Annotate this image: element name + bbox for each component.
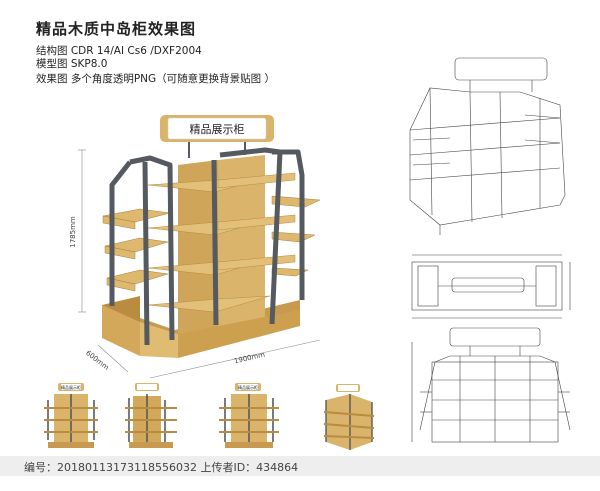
thumbnail-1-sign: 精品展示柜 — [61, 384, 81, 390]
top-view-drawing — [411, 254, 571, 319]
header-sign-text: 精品展示柜 — [190, 123, 245, 136]
format-line-render: 效果图 多个角度透明PNG（可随意更换背景贴图 ） — [36, 73, 275, 85]
front-drawer — [102, 305, 140, 356]
metal-frame — [109, 147, 305, 346]
back-panel-left — [178, 160, 218, 335]
thumbnail-3-sign: 精品展示柜 — [238, 384, 258, 390]
dim-width-label: 1900mm — [233, 351, 266, 366]
thumbnail-1: 精品展示柜 — [44, 383, 98, 448]
front-view-drawing — [411, 327, 571, 443]
perspective-line-drawing — [409, 57, 566, 235]
footer: 编号：20180113173118556032 上传者ID：434864 — [0, 450, 600, 491]
format-line-structure: 结构图 CDR 14/AI Cs6 /DXF2004 — [36, 45, 202, 57]
main-render: 精品展示柜 1785mm 600mm 1900mm — [69, 115, 321, 379]
thumbnail-4 — [323, 384, 375, 450]
format-line-model: 模型图 SKP8.0 — [36, 58, 108, 70]
thumbnail-2 — [125, 383, 177, 448]
dim-height-label: 1785mm — [69, 216, 77, 248]
footer-id-text: 编号：20180113173118556032 上传者ID：434864 — [24, 461, 299, 474]
back-panel-right — [218, 155, 265, 330]
thumbnail-3: 精品展示柜 — [219, 383, 279, 448]
page-title: 精品木质中岛柜效果图 — [36, 20, 197, 38]
footer-bar — [0, 456, 600, 476]
